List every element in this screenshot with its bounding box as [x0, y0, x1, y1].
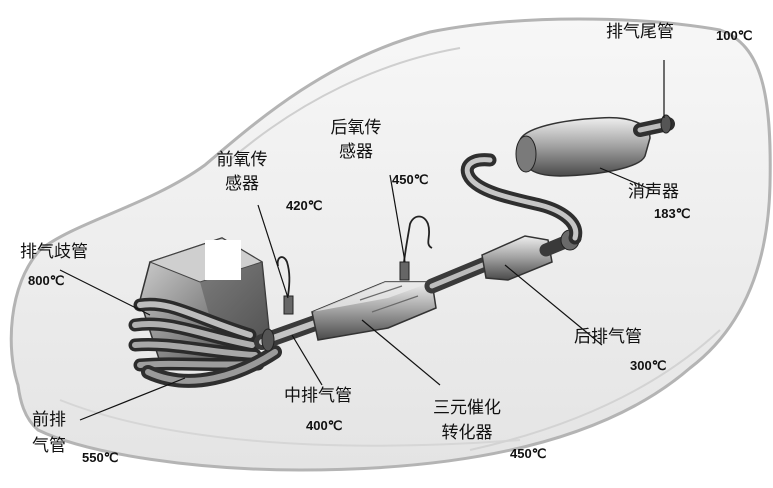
exhaust-manifold-label: 排气歧管: [20, 242, 88, 262]
front-pipe-label-line1: 前排: [32, 410, 66, 430]
exhaust-manifold-temp: 800℃: [28, 273, 65, 288]
mid-pipe-temp: 400℃: [306, 418, 343, 433]
front-o2-sensor-label-line1: 前氧传: [216, 150, 268, 170]
muffler-temp: 183℃: [654, 206, 691, 221]
catalytic-converter-label-line2: 转化器: [441, 423, 493, 443]
rear-o2-sensor-temp: 450℃: [392, 172, 429, 187]
catalytic-converter-label-line1: 三元催化: [433, 398, 501, 418]
mid-pipe-label: 中排气管: [284, 386, 352, 406]
front-pipe-temp: 550℃: [82, 450, 119, 465]
leader-lines: [59, 60, 665, 421]
exhaust-manifold: [128, 297, 265, 372]
front-o2-sensor-temp: 420℃: [286, 198, 323, 213]
tailpipe-label: 排气尾管: [606, 22, 674, 42]
muffler-box: [515, 116, 651, 177]
rear-o2-sensor-label-line2: 感器: [339, 142, 373, 162]
tailpipe-temp: 100℃: [716, 28, 753, 43]
rear-pipe-label: 后排气管: [574, 327, 642, 347]
front-o2-sensor-label-line2: 感器: [225, 174, 259, 194]
resonator: [481, 235, 553, 281]
rear-o2-sensor-label-line1: 后氧传: [330, 118, 382, 138]
muffler-label: 消声器: [628, 182, 679, 202]
front-oxygen-sensor: [276, 256, 294, 315]
front-pipe-label-line2: 气管: [32, 436, 66, 456]
catalytic-converter: [311, 281, 437, 341]
catalytic-converter-temp: 450℃: [510, 446, 547, 461]
rear-pipe-temp: 300℃: [630, 358, 667, 373]
